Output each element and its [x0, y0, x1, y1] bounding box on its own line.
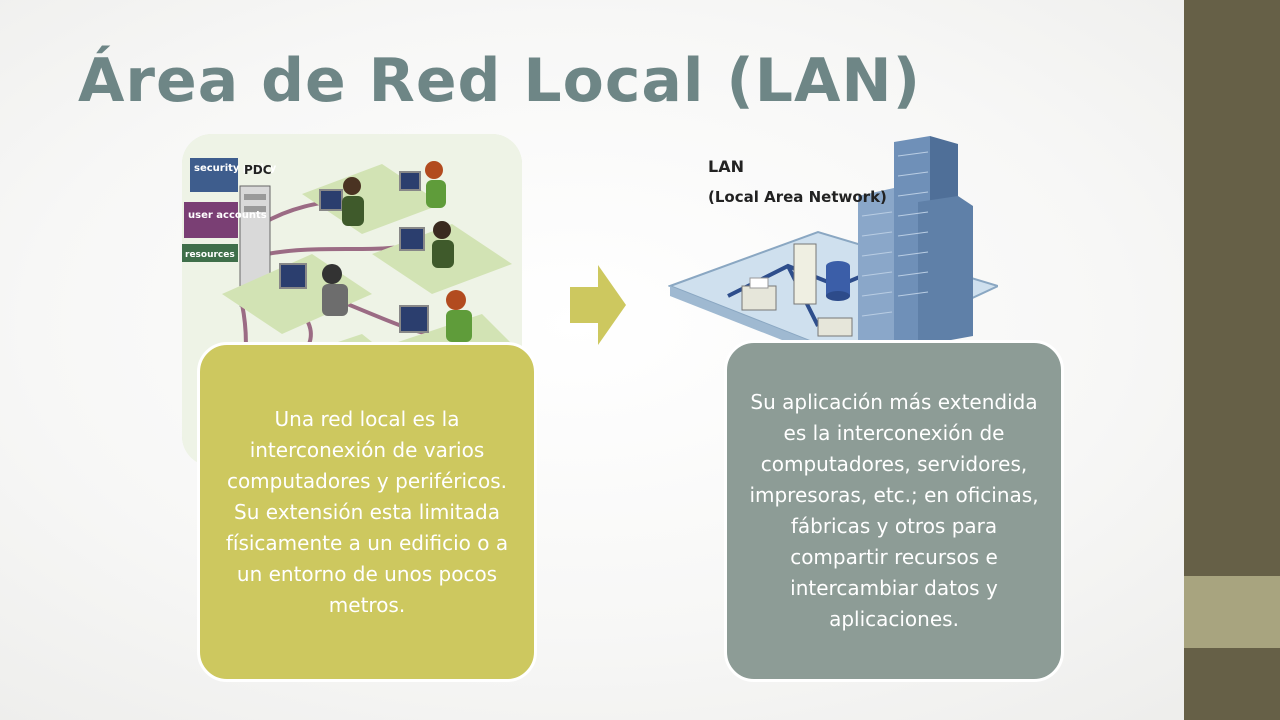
label-user-accounts: user accounts: [188, 210, 267, 221]
side-decoration-accent: [1184, 576, 1280, 648]
label-pdc: PDC: [244, 163, 272, 177]
right-description-card: Su aplicación más extendida es la interc…: [724, 340, 1064, 682]
right-description-text: Su aplicación más extendida es la interc…: [749, 390, 1039, 631]
lan-building-illustration: LAN (Local Area Network): [668, 136, 998, 356]
label-lan: LAN: [708, 157, 744, 176]
left-description-card: Una red local es la interconexión de var…: [197, 342, 537, 682]
left-description-text: Una red local es la interconexión de var…: [225, 406, 509, 617]
slide-title: Área de Red Local (LAN): [78, 46, 922, 116]
label-security-policy: security policy: [194, 163, 277, 174]
label-local-area-network: (Local Area Network): [708, 188, 887, 206]
label-resources: resources: [185, 250, 235, 260]
right-arrow-icon: [570, 265, 626, 345]
